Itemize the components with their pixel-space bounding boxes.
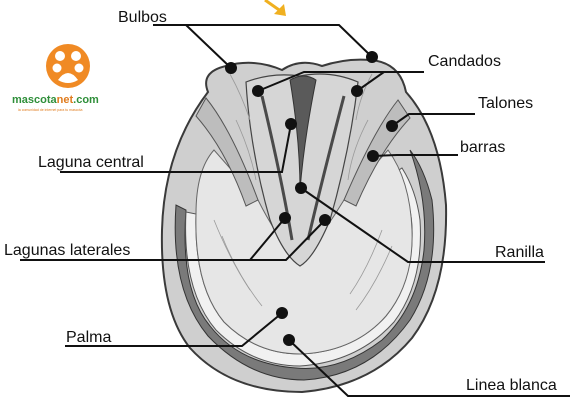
logo-tagline: la comunidad de internet para tu mascota <box>18 108 82 112</box>
dot-palma <box>276 307 288 319</box>
leader-barras <box>373 155 458 156</box>
dot-talones <box>386 120 398 132</box>
arrow-icon <box>265 0 286 16</box>
dot-laguna-central <box>285 118 297 130</box>
label-palma: Palma <box>66 329 111 346</box>
label-barras: barras <box>460 139 505 156</box>
label-lagunas-laterales: Lagunas laterales <box>4 242 130 259</box>
dot-bulbos-left <box>225 62 237 74</box>
dot-ranilla <box>295 182 307 194</box>
dot-barras <box>367 150 379 162</box>
dot-candados-left <box>252 85 264 97</box>
logo-name: mascotanet.com <box>12 94 99 106</box>
label-linea-blanca: Linea blanca <box>466 377 557 394</box>
dot-candados-right <box>351 85 363 97</box>
label-laguna-central: Laguna central <box>38 154 144 171</box>
mascotanet-logo: mascotanet.com la comunidad de internet … <box>12 44 99 112</box>
label-candados: Candados <box>428 53 501 70</box>
dot-linea-blanca <box>283 334 295 346</box>
dot-laguna-lateral-right <box>319 214 331 226</box>
dot-bulbos-right <box>366 51 378 63</box>
dot-laguna-lateral-left <box>279 212 291 224</box>
label-bulbos: Bulbos <box>118 9 167 26</box>
hoof-illustration <box>162 60 446 392</box>
label-talones: Talones <box>478 95 533 112</box>
leader-bulbos <box>153 25 231 68</box>
label-ranilla: Ranilla <box>495 244 544 261</box>
